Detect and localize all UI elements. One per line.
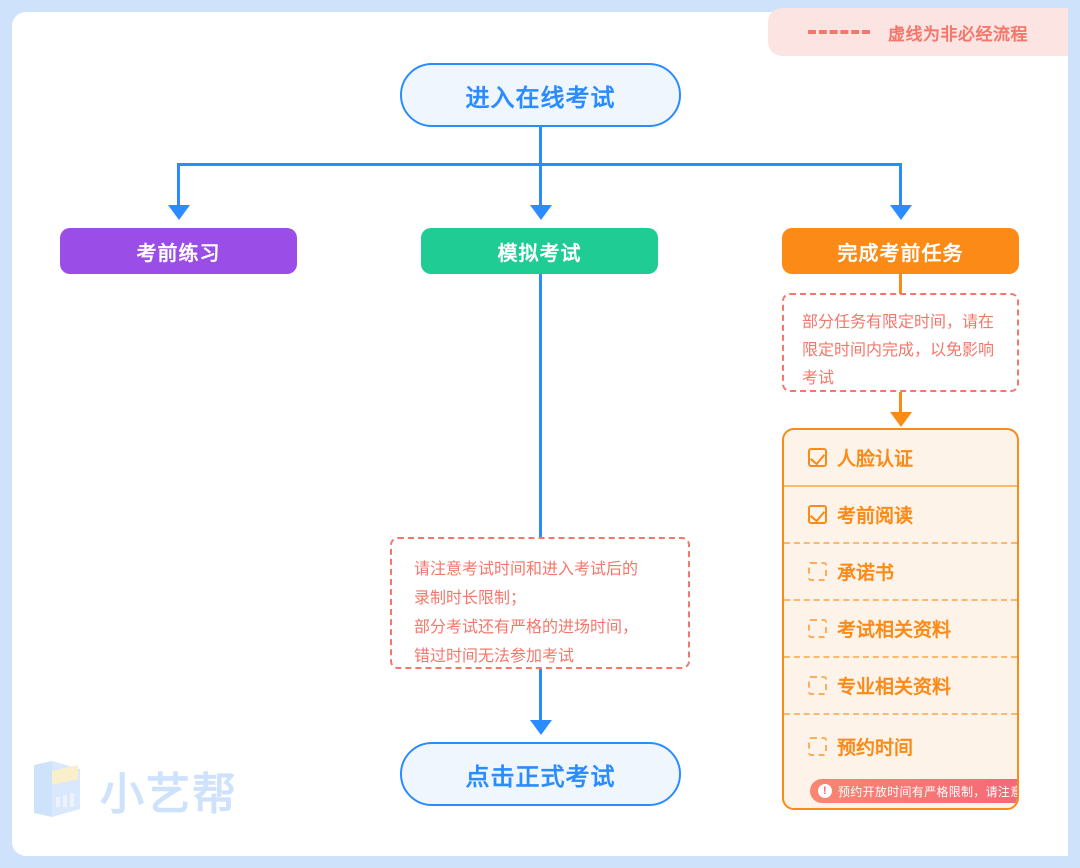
- arrow-to-practice-icon: [168, 205, 190, 220]
- note-task-time-limit: 部分任务有限定时间，请在限定时间内完成，以免影响考试: [782, 293, 1019, 392]
- arrow-to-tasks-icon: [890, 205, 912, 220]
- checklist-item-label: 专业相关资料: [837, 677, 952, 698]
- checkbox-checked-icon[interactable]: [808, 505, 827, 524]
- appointment-warning-badge: ! 预约开放时间有严格限制，请注意: [810, 779, 1019, 803]
- note-line-4: 错过时间无法参加考试: [414, 648, 575, 665]
- checklist-item-label: 考前阅读: [837, 506, 914, 527]
- node-pre-exam-practice[interactable]: 考前练习: [60, 228, 297, 274]
- logo-cube-icon: [34, 761, 80, 817]
- arrow-to-mock-icon: [530, 205, 552, 220]
- note-line-1: 请注意考试时间和进入考试后的: [414, 561, 639, 578]
- connector-drop-mock: [539, 163, 542, 209]
- appointment-warning-text: 预约开放时间有严格限制，请注意: [838, 784, 1019, 799]
- checklist-item-major-materials[interactable]: 专业相关资料: [784, 658, 1017, 715]
- node-click-formal-exam[interactable]: 点击正式考试: [400, 742, 681, 806]
- connector-note-to-checklist: [899, 392, 902, 415]
- checkbox-empty-icon[interactable]: [808, 676, 827, 695]
- connector-tasks-to-note: [899, 274, 902, 294]
- legend-dash-icon: [808, 30, 870, 34]
- pre-exam-task-checklist: 人脸认证 考前阅读 承诺书 考试相关资料 专业相关资料 预约时间 ! 预约开放时…: [782, 428, 1019, 810]
- node-complete-pre-exam-tasks[interactable]: 完成考前任务: [782, 228, 1019, 274]
- checkbox-empty-icon[interactable]: [808, 736, 827, 756]
- checkbox-checked-icon[interactable]: [808, 448, 827, 467]
- checklist-item-exam-materials[interactable]: 考试相关资料: [784, 601, 1017, 658]
- connector-mock-to-note: [539, 274, 542, 538]
- checklist-item-row: 预约时间: [808, 723, 913, 769]
- checklist-item-appointment-time[interactable]: 预约时间 ! 预约开放时间有严格限制，请注意: [784, 715, 1019, 808]
- node-enter-online-exam[interactable]: 进入在线考试: [400, 63, 681, 127]
- note-line-2: 录制时长限制；: [414, 590, 527, 607]
- checkbox-empty-icon[interactable]: [808, 562, 827, 581]
- checklist-item-face-verification[interactable]: 人脸认证: [784, 430, 1017, 487]
- exclamation-icon: !: [818, 784, 832, 798]
- connector-drop-tasks: [899, 163, 902, 209]
- node-mock-exam[interactable]: 模拟考试: [421, 228, 658, 274]
- watermark: 小艺帮: [30, 758, 238, 822]
- checklist-item-label: 考试相关资料: [837, 620, 952, 641]
- checkbox-empty-icon[interactable]: [808, 619, 827, 638]
- arrow-to-final-icon: [530, 720, 552, 735]
- arrow-to-checklist-icon: [890, 412, 912, 427]
- note-line-3: 部分考试还有严格的进场时间，: [414, 619, 639, 636]
- connector-entry-trunk: [539, 127, 542, 163]
- checklist-item-pre-exam-reading[interactable]: 考前阅读: [784, 487, 1017, 544]
- checklist-item-label: 预约时间: [837, 737, 914, 759]
- watermark-label: 小艺帮: [100, 770, 238, 819]
- connector-drop-practice: [177, 163, 180, 209]
- checklist-item-label: 承诺书: [837, 563, 895, 584]
- checklist-item-commitment-letter[interactable]: 承诺书: [784, 544, 1017, 601]
- checklist-item-label: 人脸认证: [837, 449, 914, 470]
- legend-banner: 虚线为非必经流程: [768, 8, 1068, 56]
- legend-label: 虚线为非必经流程: [888, 24, 1028, 44]
- connector-note-to-final: [539, 669, 542, 729]
- note-exam-time-warning: 请注意考试时间和进入考试后的录制时长限制； 部分考试还有严格的进场时间， 错过时间无…: [390, 537, 690, 669]
